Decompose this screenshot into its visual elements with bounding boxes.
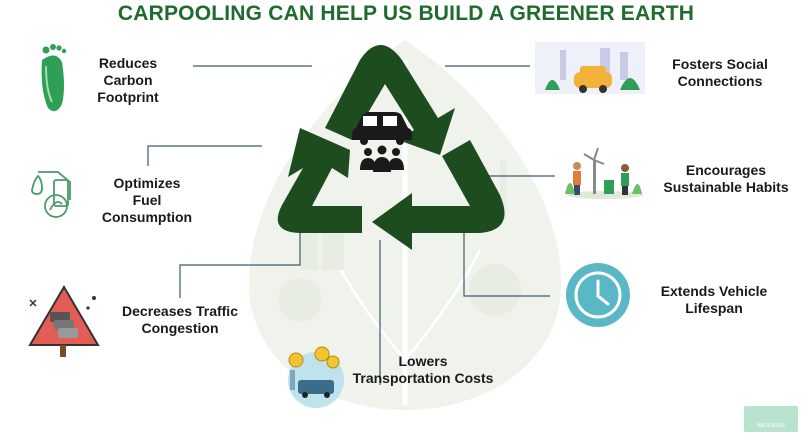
brand-logo: NATIONLES	[744, 406, 798, 432]
page-title: CARPOOLING CAN HELP US BUILD A GREENER E…	[117, 2, 695, 25]
clock-icon	[566, 263, 630, 327]
fuel-nozzle-icon	[31, 171, 71, 218]
car-people-icon	[352, 112, 412, 172]
traffic-warning-icon	[28, 285, 100, 357]
brand-logo-text: NATIONLES	[757, 423, 785, 429]
social-car-icon	[535, 42, 645, 94]
footprint-icon	[41, 44, 67, 112]
transport-cost-icon	[288, 346, 344, 408]
connector-lines	[147, 65, 555, 385]
sustainable-people-icon	[565, 147, 643, 199]
